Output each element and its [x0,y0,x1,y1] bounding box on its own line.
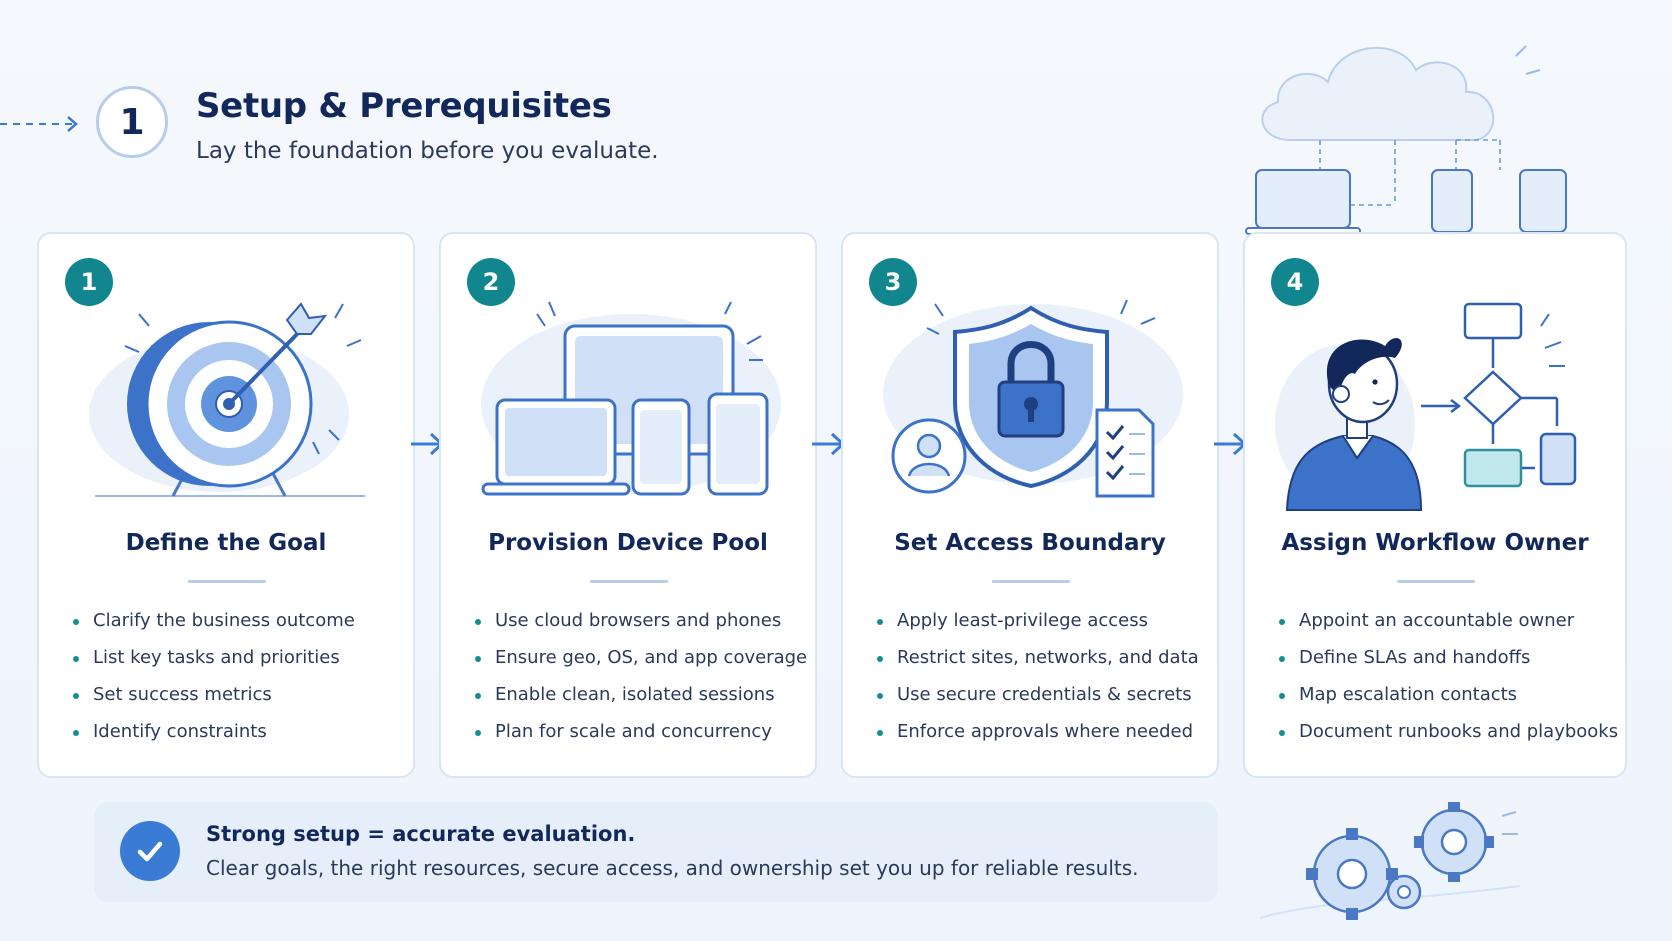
summary-banner [94,802,1218,902]
list-item: Use secure credentials & secrets [875,684,1199,721]
list-item: Define SLAs and handoffs [1277,647,1618,684]
card-define-goal: 1 Define the Goal Clarify the business o… [37,232,415,778]
list-item: Use cloud browsers and phones [473,610,807,647]
list-item: Set success metrics [71,684,355,721]
list-item: Appoint an accountable owner [1277,610,1618,647]
card-bullet-list: Use cloud browsers and phones Ensure geo… [473,610,807,758]
header-step-number: 1 [96,86,168,158]
shield-lock-icon [883,299,1183,498]
list-item: Apply least-privilege access [875,610,1199,647]
card-number-badge: 2 [467,258,515,306]
cloud-devices-icon [1245,45,1567,235]
card-bullet-list: Clarify the business outcome List key ta… [71,610,355,758]
card-number-badge: 4 [1271,258,1319,306]
list-item: Enable clean, isolated sessions [473,684,807,721]
owner-flowchart-icon [1275,302,1577,511]
card-bullet-list: Appoint an accountable owner Define SLAs… [1277,610,1618,758]
list-item: Plan for scale and concurrency [473,721,807,758]
check-circle-icon [120,821,180,881]
devices-icon [481,301,781,496]
card-divider [188,580,266,583]
list-item: Identify constraints [71,721,355,758]
banner-title: Strong setup = accurate evaluation. [206,822,636,846]
card-provision-device-pool: 2 Provision Device Pool Use cloud browse… [439,232,817,778]
card-title: Set Access Boundary [894,530,1166,556]
list-item: Document runbooks and playbooks [1277,721,1618,758]
gears-icon [1259,802,1521,920]
card-divider [590,580,668,583]
list-item: List key tasks and priorities [71,647,355,684]
card-assign-workflow-owner: 4 Assign Workflow Owner Appoin [1243,232,1627,778]
page-title: Setup & Prerequisites [196,86,612,126]
target-icon [89,302,365,497]
card-title: Define the Goal [125,530,327,556]
list-item: Clarify the business outcome [71,610,355,647]
card-number-badge: 3 [869,258,917,306]
list-item: Map escalation contacts [1277,684,1618,721]
card-title: Assign Workflow Owner [1281,530,1589,556]
list-item: Restrict sites, networks, and data [875,647,1199,684]
card-set-access-boundary: 3 Set Access Boundary Apply least-privil… [841,232,1219,778]
card-number-badge: 1 [65,258,113,306]
card-divider [1397,580,1475,583]
card-title: Provision Device Pool [488,530,768,556]
card-divider [992,580,1070,583]
banner-text: Clear goals, the right resources, secure… [206,856,1139,880]
header-dashed-arrow [0,116,78,132]
card-bullet-list: Apply least-privilege access Restrict si… [875,610,1199,758]
list-item: Enforce approvals where needed [875,721,1199,758]
page-subtitle: Lay the foundation before you evaluate. [196,138,659,164]
list-item: Ensure geo, OS, and app coverage [473,647,807,684]
